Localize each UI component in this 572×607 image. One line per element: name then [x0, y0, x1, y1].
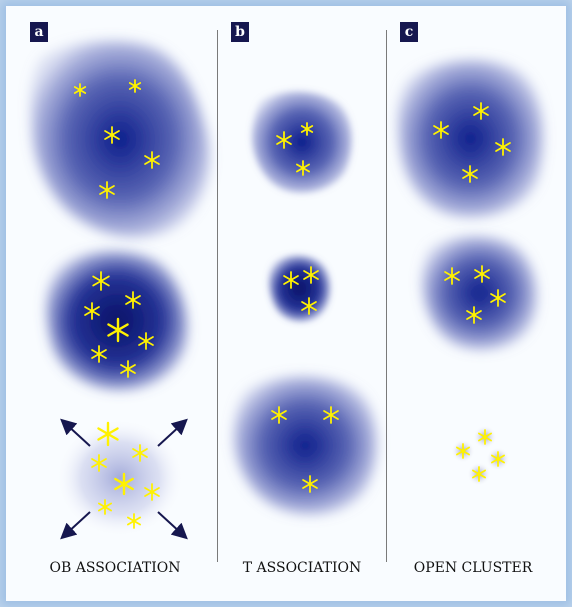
star-icon — [97, 421, 119, 447]
star-icon — [104, 126, 120, 144]
star-icon — [474, 265, 490, 283]
panel-label-b: b — [231, 22, 249, 42]
panel-divider-bc — [386, 30, 387, 562]
arrow-upper-left — [60, 418, 91, 447]
cloud-c1 — [397, 59, 544, 218]
star-icon — [283, 271, 299, 289]
caption-ob-association: OB ASSOCIATION — [49, 560, 181, 576]
star-icon — [444, 267, 460, 285]
star-icon — [462, 165, 478, 183]
star-icon — [302, 475, 318, 493]
star-icon — [84, 302, 100, 320]
star-icon — [296, 160, 310, 176]
caption-open-cluster: OPEN CLUSTER — [413, 560, 533, 576]
star-icon — [98, 499, 112, 515]
star-icon — [486, 447, 510, 471]
panel-label-a: a — [30, 22, 48, 42]
star-icon — [120, 360, 136, 378]
star-icon — [144, 151, 160, 169]
star-icon — [127, 513, 141, 529]
panel-divider-ab — [217, 30, 218, 562]
cloud-a1 — [30, 40, 210, 238]
arrow-lower-right — [157, 511, 188, 540]
star-icon — [490, 289, 506, 307]
star-icon — [300, 122, 314, 136]
star-icon — [73, 83, 87, 97]
star-icon — [495, 138, 511, 156]
cloud-b1 — [251, 91, 352, 193]
cloud-c2 — [421, 236, 538, 350]
stars-layer — [73, 79, 511, 529]
star-icon — [144, 483, 160, 501]
star-icon — [92, 271, 110, 291]
star-icon — [303, 266, 319, 284]
star-icon — [466, 306, 482, 324]
arrow-upper-right — [157, 418, 188, 447]
caption-t-association: T ASSOCIATION — [242, 560, 362, 576]
star-icon — [99, 181, 115, 199]
star-icon — [91, 454, 107, 472]
star-icon — [473, 102, 489, 120]
cloud-b2 — [268, 255, 331, 322]
star-icon — [473, 425, 497, 449]
star-icon — [128, 79, 142, 93]
star-icon — [276, 131, 292, 149]
star-icon — [271, 406, 287, 424]
star-icon — [467, 462, 491, 486]
star-icon — [132, 444, 148, 462]
star-icon — [91, 345, 107, 363]
star-icon — [323, 406, 339, 424]
star-icon — [138, 332, 154, 350]
panel-label-c: c — [400, 22, 418, 42]
star-icon — [451, 439, 475, 463]
star-icon — [107, 317, 129, 343]
cloud-b3 — [233, 376, 377, 515]
star-icon — [125, 291, 141, 309]
star-icon — [433, 121, 449, 139]
star-icon — [114, 472, 134, 496]
star-icon — [301, 297, 317, 315]
arrow-lower-left — [60, 511, 91, 540]
